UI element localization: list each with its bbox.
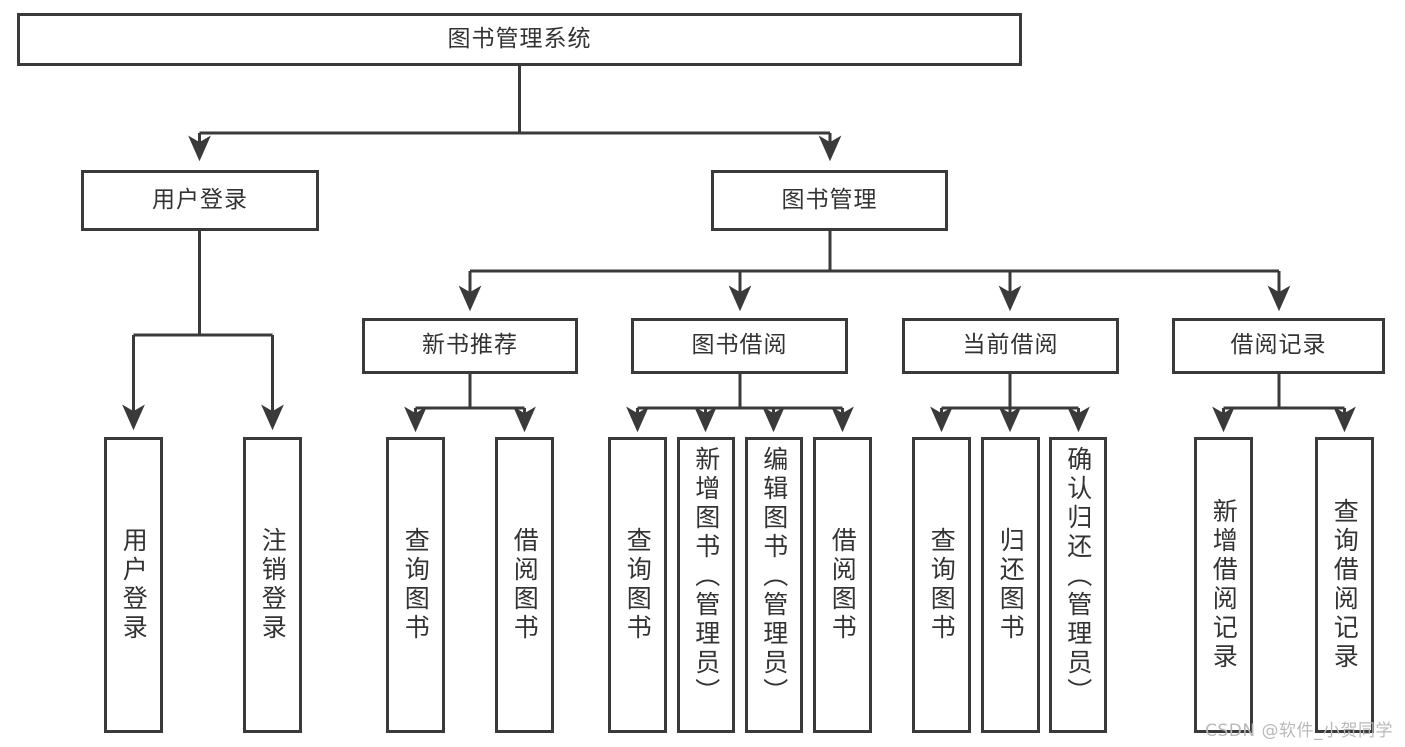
node-leaf-edit-book[interactable]: 编辑图书（管理员） <box>745 437 803 733</box>
node-leaf-query-book-2[interactable]: 查询图书 <box>608 437 667 733</box>
node-leaf-user-login[interactable]: 用户登录 <box>104 437 163 733</box>
node-current-borrow-label: 当前借阅 <box>962 332 1059 359</box>
node-leaf-return-book[interactable]: 归还图书 <box>981 437 1040 733</box>
node-leaf-borrow-book-1-label: 借阅图书 <box>510 527 540 643</box>
node-leaf-query-book-1-label: 查询图书 <box>401 527 431 643</box>
node-leaf-add-record[interactable]: 新增借阅记录 <box>1194 437 1253 733</box>
node-leaf-query-book-2-label: 查询图书 <box>623 527 653 643</box>
node-leaf-logout[interactable]: 注销登录 <box>243 437 302 733</box>
watermark-text: CSDN @软件_小贺同学 <box>1205 721 1393 741</box>
node-root[interactable]: 图书管理系统 <box>17 13 1022 66</box>
node-book-manage[interactable]: 图书管理 <box>711 170 948 231</box>
node-leaf-query-book-3-label: 查询图书 <box>927 527 957 643</box>
node-leaf-query-record-label: 查询借阅记录 <box>1330 498 1360 672</box>
node-leaf-confirm-return-label: 确认归还（管理员） <box>1063 446 1093 707</box>
node-book-borrow-label: 图书借阅 <box>691 332 788 359</box>
node-borrow-record[interactable]: 借阅记录 <box>1172 318 1385 374</box>
node-leaf-confirm-return[interactable]: 确认归还（管理员） <box>1049 437 1107 733</box>
node-leaf-edit-book-label: 编辑图书（管理员） <box>759 446 789 707</box>
node-leaf-logout-label: 注销登录 <box>258 527 288 643</box>
node-leaf-user-login-label: 用户登录 <box>119 527 149 643</box>
node-book-manage-label: 图书管理 <box>781 186 878 213</box>
node-leaf-return-book-label: 归还图书 <box>996 527 1026 643</box>
node-leaf-query-book-1[interactable]: 查询图书 <box>386 437 445 733</box>
node-leaf-borrow-book-2-label: 借阅图书 <box>828 527 858 643</box>
node-leaf-borrow-book-1[interactable]: 借阅图书 <box>495 437 554 733</box>
node-current-borrow[interactable]: 当前借阅 <box>902 318 1119 374</box>
node-leaf-query-book-3[interactable]: 查询图书 <box>912 437 971 733</box>
node-root-label: 图书管理系统 <box>447 25 592 52</box>
node-leaf-borrow-book-2[interactable]: 借阅图书 <box>813 437 872 733</box>
node-new-book-rec-label: 新书推荐 <box>422 332 518 359</box>
node-leaf-query-record[interactable]: 查询借阅记录 <box>1315 437 1374 733</box>
node-borrow-record-label: 借阅记录 <box>1230 332 1327 359</box>
node-book-borrow[interactable]: 图书借阅 <box>631 318 848 374</box>
node-leaf-add-book-label: 新增图书（管理员） <box>691 446 721 707</box>
node-leaf-add-book[interactable]: 新增图书（管理员） <box>677 437 735 733</box>
node-new-book-rec[interactable]: 新书推荐 <box>362 318 578 374</box>
node-user-login[interactable]: 用户登录 <box>81 170 319 231</box>
node-leaf-add-record-label: 新增借阅记录 <box>1209 498 1239 672</box>
node-user-login-label: 用户登录 <box>152 186 248 213</box>
